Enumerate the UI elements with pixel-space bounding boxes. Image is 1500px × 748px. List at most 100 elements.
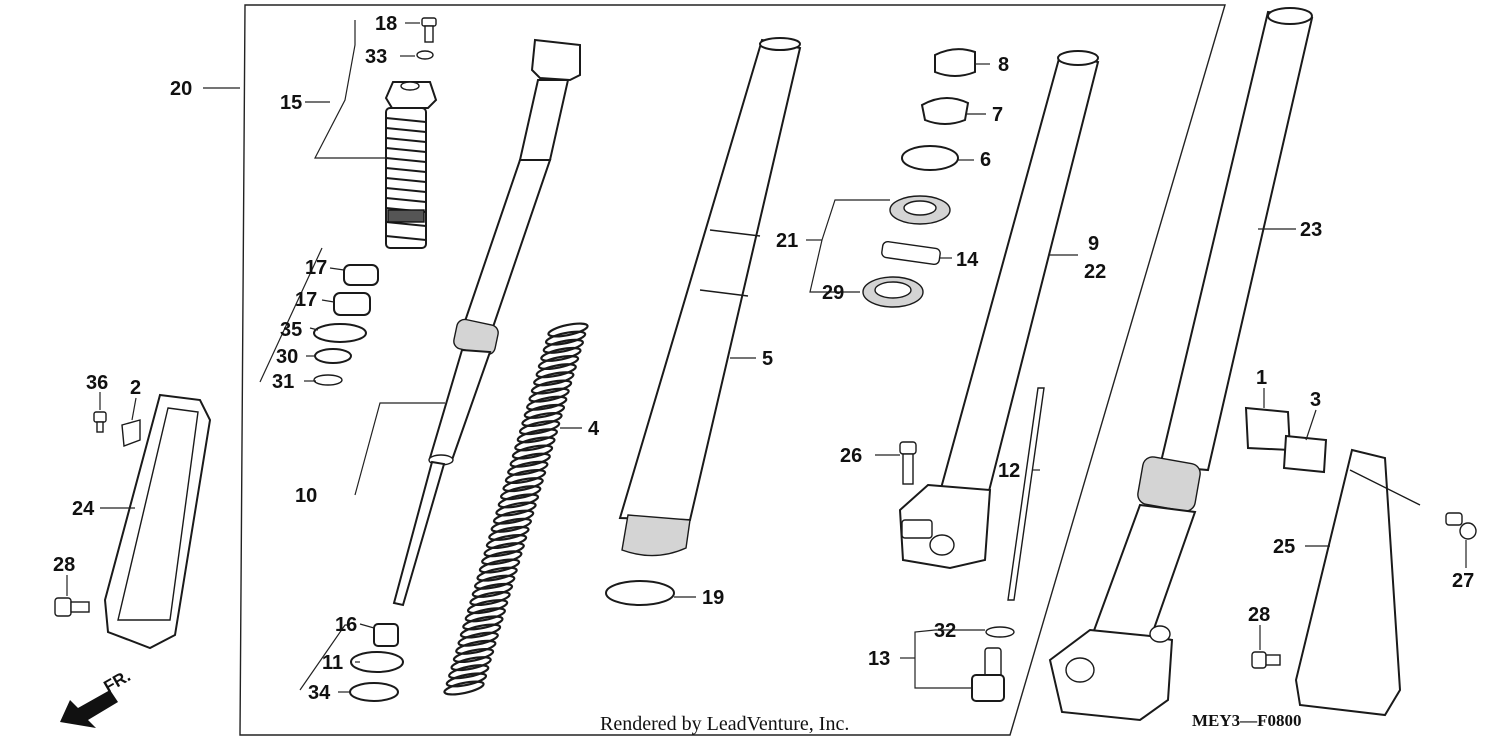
part-32-oring[interactable] — [985, 626, 1015, 638]
part-33-washer[interactable] — [416, 50, 434, 60]
callout-31[interactable]: 31 — [272, 371, 294, 393]
part-4-spring[interactable] — [443, 321, 589, 697]
callout-12[interactable]: 12 — [998, 460, 1020, 482]
callout-8[interactable]: 8 — [998, 54, 1009, 76]
part-27-bolt[interactable] — [1445, 512, 1477, 540]
callout-26[interactable]: 26 — [840, 445, 862, 467]
spring-coil — [457, 631, 499, 647]
part-35-washer[interactable] — [313, 323, 367, 343]
part-8-bushing[interactable] — [934, 48, 976, 77]
callout-15[interactable]: 15 — [280, 92, 302, 114]
callout-22[interactable]: 22 — [1084, 261, 1106, 283]
callout-1[interactable]: 1 — [1256, 367, 1267, 389]
spring-coil — [450, 656, 492, 672]
callout-numbers: 1 2 3 4 5 6 7 8 9 10 11 12 13 14 15 16 1… — [53, 13, 1474, 704]
part-26-bolt[interactable] — [899, 441, 917, 485]
spring-coil — [544, 330, 587, 346]
part-19-ring[interactable] — [605, 580, 675, 606]
spring-coil — [483, 542, 525, 558]
part-31-clip[interactable] — [313, 374, 343, 386]
part-29-dust-seal[interactable] — [862, 276, 924, 308]
direction-label: FR. — [101, 666, 134, 696]
callout-6[interactable]: 6 — [980, 149, 991, 171]
leader-lines — [66, 20, 1467, 693]
part-16-nut[interactable] — [373, 623, 399, 647]
callout-20[interactable]: 20 — [170, 78, 192, 100]
part-15-cartridge[interactable] — [384, 81, 438, 249]
spring-coil — [497, 493, 540, 509]
assembly-frame — [239, 4, 1226, 736]
part-1-clamp[interactable] — [1244, 406, 1292, 452]
callout-24[interactable]: 24 — [72, 498, 95, 520]
part-9-22-outer-tube[interactable] — [898, 50, 1100, 570]
part-3-clamp[interactable] — [1282, 434, 1328, 474]
callout-32[interactable]: 32 — [934, 620, 956, 642]
spring-coil — [469, 590, 511, 607]
part-12-rod[interactable] — [1007, 387, 1045, 601]
callout-14[interactable]: 14 — [956, 249, 979, 271]
callout-27[interactable]: 27 — [1452, 570, 1474, 592]
callout-30[interactable]: 30 — [276, 346, 298, 368]
spring-coil — [547, 322, 589, 338]
part-23-fork-assembly[interactable] — [1048, 7, 1314, 722]
callout-36[interactable]: 36 — [86, 372, 108, 394]
part-7-bushing[interactable] — [920, 97, 970, 125]
spring-coil — [504, 468, 547, 485]
part-34-ring[interactable] — [349, 682, 399, 702]
callout-28-left[interactable]: 28 — [53, 554, 75, 576]
callout-4[interactable]: 4 — [588, 418, 600, 440]
diagram-code: MEY3—F0800 — [1192, 711, 1302, 730]
part-11-seal[interactable] — [350, 651, 404, 673]
part-13-air-valve[interactable] — [971, 647, 1005, 702]
callout-34[interactable]: 34 — [308, 682, 331, 704]
spring-coil — [495, 501, 537, 517]
part-28-bolt-right[interactable] — [1251, 651, 1281, 669]
part-14-clip[interactable] — [881, 240, 941, 266]
part-18-bolt[interactable] — [421, 17, 437, 43]
spring-coil — [455, 639, 497, 655]
spring-coil — [492, 509, 535, 525]
callout-13[interactable]: 13 — [868, 648, 890, 670]
spring-coil — [462, 615, 504, 631]
callout-33[interactable]: 33 — [365, 46, 387, 68]
part-17-bushing-lower[interactable] — [333, 292, 371, 316]
callout-28-right[interactable]: 28 — [1248, 604, 1270, 626]
spring-coil — [528, 387, 570, 403]
callout-29[interactable]: 29 — [822, 282, 844, 304]
callout-19[interactable]: 19 — [702, 587, 724, 609]
spring-coil — [459, 623, 502, 639]
callout-17-lower[interactable]: 17 — [295, 289, 317, 311]
callout-2[interactable]: 2 — [130, 377, 141, 399]
callout-11[interactable]: 11 — [322, 652, 343, 674]
spring-coil — [448, 664, 490, 680]
callout-9[interactable]: 9 — [1088, 233, 1099, 255]
callout-16[interactable]: 16 — [335, 614, 357, 636]
part-24-fork-guard-left[interactable] — [103, 393, 212, 650]
spring-coil — [540, 346, 582, 362]
callout-21[interactable]: 21 — [776, 230, 798, 252]
spring-coil — [521, 411, 563, 428]
part-17-bushing-upper[interactable] — [343, 264, 379, 286]
callout-25[interactable]: 25 — [1273, 536, 1295, 558]
callout-17-upper[interactable]: 17 — [305, 257, 327, 279]
spring-coil — [530, 379, 573, 395]
part-25-fork-guard-right[interactable] — [1294, 448, 1421, 717]
callout-7[interactable]: 7 — [992, 104, 1003, 126]
front-direction-arrow: FR. — [60, 666, 134, 728]
part-36-screw[interactable] — [93, 411, 107, 433]
part-21-oil-seal[interactable] — [889, 195, 951, 225]
part-10-damper-rod[interactable] — [392, 38, 581, 607]
callout-18[interactable]: 18 — [375, 13, 397, 35]
part-30-ring[interactable] — [314, 348, 352, 364]
spring-coil — [507, 460, 549, 476]
part-28-bolt-left[interactable] — [54, 597, 90, 617]
callout-3[interactable]: 3 — [1310, 389, 1321, 411]
part-2-clip[interactable] — [121, 419, 141, 447]
callout-10[interactable]: 10 — [295, 485, 317, 507]
callout-5[interactable]: 5 — [762, 348, 773, 370]
callout-23[interactable]: 23 — [1300, 219, 1322, 241]
part-5-fork-tube[interactable] — [618, 37, 802, 557]
spring-coil — [533, 371, 575, 387]
callout-35[interactable]: 35 — [280, 319, 302, 341]
part-6-seal[interactable] — [901, 145, 959, 171]
